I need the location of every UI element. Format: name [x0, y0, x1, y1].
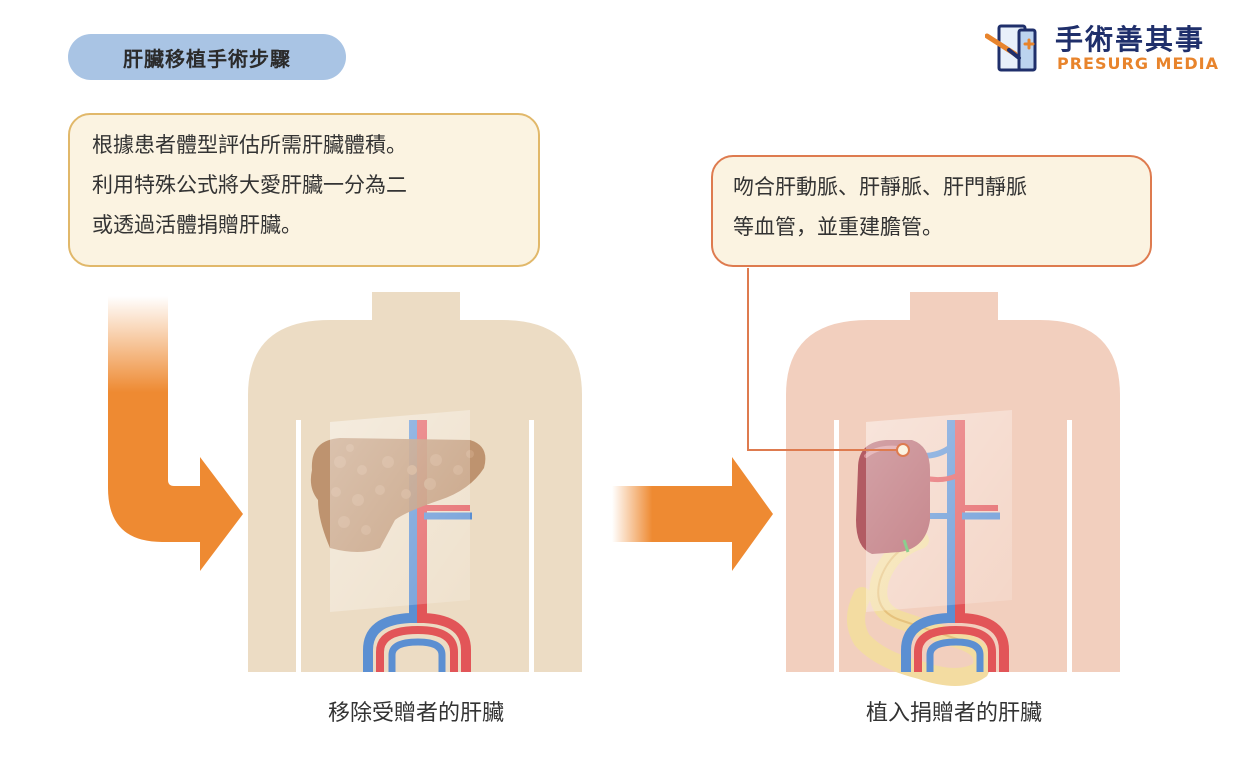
logo-english-name: PRESURG MEDIA — [1057, 54, 1219, 73]
callout-right: 吻合肝動脈、肝靜脈、肝門靜脈 等血管，並重建膽管。 — [711, 155, 1152, 267]
process-arrow-left — [108, 296, 243, 571]
callout-left: 根據患者體型評估所需肝臟體積。 利用特殊公式將大愛肝臟一分為二 或透過活體捐贈肝… — [68, 113, 540, 267]
callout-right-line-1: 吻合肝動脈、肝靜脈、肝門靜脈 — [733, 175, 1027, 199]
callout-leader-line — [747, 268, 910, 457]
caption-remove-liver: 移除受贈者的肝臟 — [327, 701, 504, 726]
glass-overlay — [330, 410, 470, 612]
brand-logo: 手術善其事 PRESURG MEDIA — [985, 14, 1218, 80]
door-scalpel-logo-icon — [985, 24, 1037, 72]
process-arrow-middle — [612, 457, 773, 571]
page-title: 肝臟移植手術步驟 — [68, 34, 346, 80]
callout-left-line-3: 或透過活體捐贈肝臟。 — [92, 213, 302, 237]
caption-implant-liver: 植入捐贈者的肝臟 — [865, 701, 1042, 726]
callout-left-line-2: 利用特殊公式將大愛肝臟一分為二 — [92, 173, 407, 197]
callout-right-line-2: 等血管，並重建膽管。 — [733, 215, 943, 239]
glass-overlay-right — [866, 410, 1012, 612]
logo-chinese-name: 手術善其事 — [1055, 23, 1206, 56]
callout-left-line-1: 根據患者體型評估所需肝臟體積。 — [92, 133, 407, 157]
